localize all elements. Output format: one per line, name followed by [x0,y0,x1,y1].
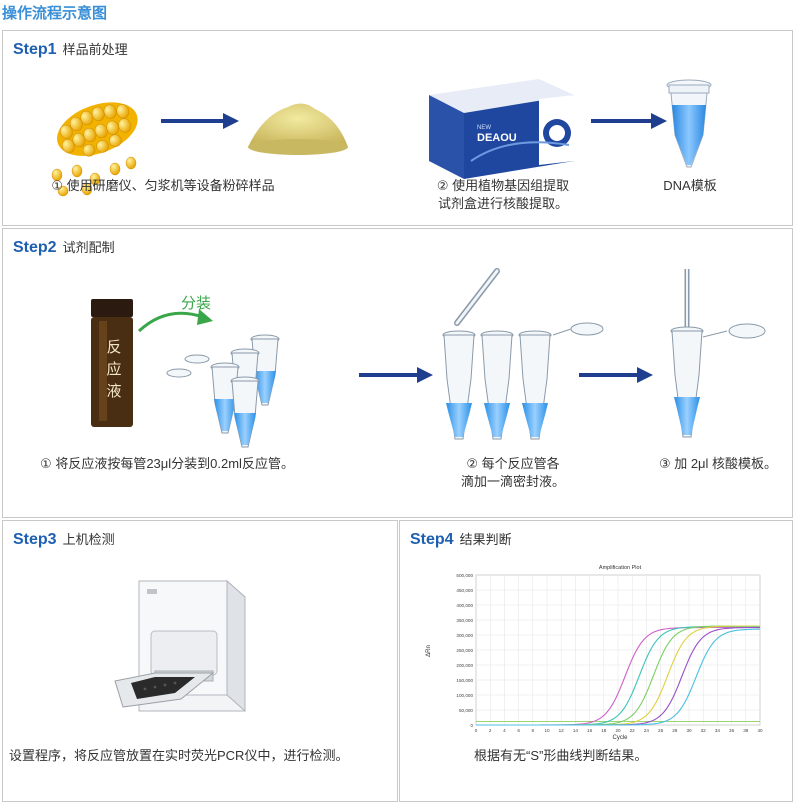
y-tick-label: 150,000 [456,678,473,683]
x-tick-label: 32 [701,728,707,733]
x-tick-label: 8 [532,728,535,733]
step3-panel: Step3 上机检测 设置程序，将反应管放置在实时荧光PCR仪中，进行检测。 [2,520,398,802]
step4-header: Step4 结果判断 [410,529,512,549]
x-tick-label: 6 [517,728,520,733]
y-tick-label: 450,000 [456,588,473,593]
pcr-instrument-icon [114,579,246,713]
step1-caption-extract-1: ② 使用植物基因组提取 [436,178,570,193]
step2-panel: Step2 试剂配制 反 应 液 分装 [2,228,793,518]
vial-label-char: 液 [106,383,122,400]
powder-icon [248,103,348,155]
x-tick-label: 20 [615,728,621,733]
step3-title: 上机检测 [62,532,115,547]
x-tick-label: 26 [658,728,664,733]
reagent-vial-icon [91,299,133,427]
x-tick-label: 18 [601,728,607,733]
amplification-curve [476,628,761,726]
x-tick-label: 4 [503,728,506,733]
step2-caption-seal-2: 滴加一滴密封液。 [460,474,565,489]
dispense-label: 分装 [181,295,212,312]
x-tick-label: 24 [644,728,650,733]
chart-title: Amplification Plot [599,565,642,571]
vial-label-char: 应 [106,361,122,378]
step1-panel: Step1 样品前处理 [2,30,793,226]
arrow-right-icon [591,113,667,129]
pipette-icon [454,268,500,326]
step3-caption: 设置程序，将反应管放置在实时荧光PCR仪中，进行检测。 [9,748,349,763]
x-tick-label: 0 [475,728,478,733]
step4-caption: 根据有无“S”形曲线判断结果。 [474,748,648,763]
step1-caption-grind: ① 使用研磨仪、匀浆机等设备粉碎样品 [51,178,275,193]
x-tick-label: 30 [686,728,692,733]
x-tick-label: 34 [715,728,721,733]
y-tick-label: 100,000 [456,693,473,698]
step1-caption-extract-2: 试剂盒进行核酸提取。 [437,196,568,211]
x-tick-label: 10 [544,728,550,733]
x-tick-label: 16 [587,728,593,733]
x-tick-label: 12 [559,728,565,733]
x-tick-label: 36 [729,728,735,733]
step1-caption-dna: DNA模板 [663,178,717,193]
template-tube-icon [670,269,766,438]
x-tick-label: 22 [630,728,636,733]
step2-title: 试剂配制 [62,240,115,255]
step2-number: Step2 [13,239,57,256]
x-tick-label: 14 [573,728,579,733]
kit-box-sub: NEW [477,125,491,131]
tube-strip-icon [166,334,280,448]
step1-number: Step1 [13,41,57,58]
step2-caption-seal-1: ② 每个反应管各 [466,456,560,471]
arrow-right-icon [359,367,433,383]
vial-label: 反 应 液 [103,337,125,403]
step4-title: 结果判断 [459,532,512,547]
extraction-kit-box-icon: NEW DEAOU [429,79,574,179]
arrow-right-icon [579,367,653,383]
arrow-right-icon [161,113,239,129]
x-tick-label: 2 [489,728,492,733]
step3-header: Step3 上机检测 [13,529,115,549]
step1-title: 样品前处理 [62,42,128,57]
step2-caption-dispense: ① 将反应液按每管23μl分装到0.2ml反应管。 [40,456,294,471]
y-tick-label: 50,000 [459,708,473,713]
y-tick-label: 0 [470,723,473,728]
chart-ylabel: ΔRn [426,645,432,657]
step1-header: Step1 样品前处理 [13,39,128,59]
x-tick-label: 38 [743,728,749,733]
y-tick-label: 300,000 [456,633,473,638]
step2-caption-template: ③ 加 2μl 核酸模板。 [658,456,778,471]
dna-tube-icon [666,79,712,168]
y-tick-label: 500,000 [456,573,473,578]
tube-row-icon [442,322,604,440]
page-title: 操作流程示意图 [2,5,108,22]
step4-number: Step4 [410,531,454,548]
x-tick-label: 28 [672,728,678,733]
step2-header: Step2 试剂配制 [13,237,115,257]
chart-xlabel: Cycle [612,735,628,741]
y-tick-label: 400,000 [456,603,473,608]
step3-number: Step3 [13,531,57,548]
amplification-chart: Amplification Plot 0 50,000 100,000 150,000… [426,565,763,741]
y-tick-label: 250,000 [456,648,473,653]
corn-icon [51,102,138,197]
kit-box-brand: DEAOU [477,132,517,144]
y-tick-label: 200,000 [456,663,473,668]
vial-label-char: 反 [106,339,122,356]
dispense-arrow-icon [137,309,213,333]
y-tick-label: 350,000 [456,618,473,623]
x-tick-label: 40 [757,728,763,733]
